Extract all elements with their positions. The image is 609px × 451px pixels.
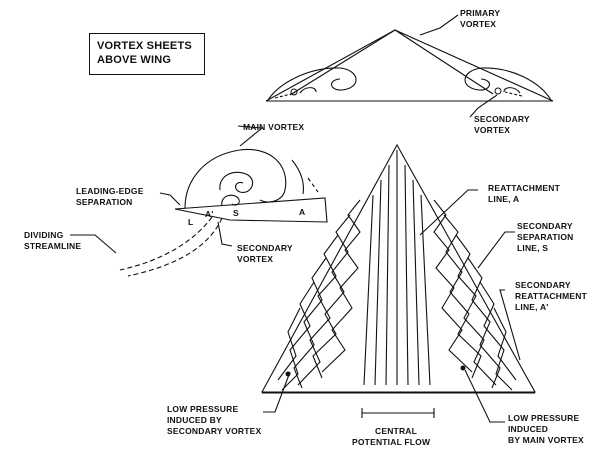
left-secondary-vortex: [300, 88, 316, 93]
reattachment-label-2: LINE, A: [488, 194, 519, 204]
primary-vortex-label-1: PRIMARY: [460, 8, 500, 18]
main-vortex-point: [461, 366, 465, 370]
sheet-line-left: [290, 30, 395, 95]
left-streamline-band: [294, 258, 326, 388]
secondary-separation-label-1: SECONDARY: [517, 221, 573, 231]
left-primary-vortex-sheet: [268, 68, 356, 100]
central-flow-line: [375, 180, 381, 385]
secondary-reattachment-label-1: SECONDARY: [515, 280, 571, 290]
low-pressure-main-label-1: LOW PRESSURE: [508, 413, 579, 423]
primary-vortex-label-2: VORTEX: [460, 19, 496, 29]
dividing-streamline-label-2: STREAMLINE: [24, 241, 81, 251]
point-a-label: A: [299, 207, 305, 217]
point-l-label: L: [188, 217, 193, 227]
central-flow-line: [364, 195, 373, 385]
low-pressure-main-label-3: BY MAIN VORTEX: [508, 435, 584, 445]
central-flow-line: [421, 195, 430, 385]
right-vortex-core: [495, 88, 501, 94]
secondary-separation-leader: [478, 232, 515, 268]
secondary-vortex-top-label-2: VORTEX: [474, 125, 510, 135]
sheet-line-right: [395, 30, 493, 94]
title-line-2: ABOVE WING: [97, 53, 204, 67]
secondary-vortex-point: [286, 372, 290, 376]
point-a-prime-label: A': [205, 209, 214, 219]
leading-edge-label-1: LEADING-EDGE: [76, 186, 144, 196]
secondary-vortex-top-label-1: SECONDARY: [474, 114, 530, 124]
secondary-separation-label-3: LINE, S: [517, 243, 548, 253]
flow-dash: [308, 178, 318, 192]
leading-edge-label-2: SEPARATION: [76, 197, 132, 207]
title-box: VORTEX SHEETS ABOVE WING: [89, 33, 205, 75]
dividing-streamline-1: [120, 217, 212, 270]
secondary-reattachment-label-2: REATTACHMENT: [515, 291, 587, 301]
title-line-1: VORTEX SHEETS: [97, 39, 204, 53]
dividing-streamline-2: [128, 218, 222, 276]
central-flow-line: [405, 165, 408, 385]
reattachment-label-1: REATTACHMENT: [488, 183, 560, 193]
cross-section-view: [266, 15, 553, 117]
vortex-sheet-ridge: [266, 30, 553, 101]
secondary-vortex-leader-side: [218, 222, 232, 246]
dividing-streamline-label-1: DIVIDING: [24, 230, 63, 240]
secondary-vortex-side-label-1: SECONDARY: [237, 243, 293, 253]
reattaching-streamline: [292, 160, 303, 194]
central-flow-label-2: POTENTIAL FLOW: [352, 437, 430, 447]
leading-edge-leader: [160, 193, 180, 205]
low-pressure-main-label-2: INDUCED: [508, 424, 548, 434]
low-pressure-main-leader: [465, 370, 505, 422]
central-flow-line: [386, 165, 389, 385]
reattachment-leader: [420, 190, 478, 235]
point-s-label: S: [233, 208, 239, 218]
right-streamline-band: [468, 258, 500, 388]
secondary-reattachment-label-3: LINE, A': [515, 302, 549, 312]
central-flow-label-1: CENTRAL: [375, 426, 417, 436]
secondary-separation-label-2: SEPARATION: [517, 232, 573, 242]
left-vortex-dashed: [275, 93, 295, 98]
low-pressure-secondary-label-1: LOW PRESSURE: [167, 404, 238, 414]
low-pressure-secondary-label-3: SECONDARY VORTEX: [167, 426, 261, 436]
primary-vortex-leader: [420, 15, 458, 35]
central-flow-line: [413, 180, 419, 385]
main-vortex-sheet: [185, 149, 286, 208]
secondary-vortex-side-label-2: VORTEX: [237, 254, 273, 264]
low-pressure-secondary-label-2: INDUCED BY: [167, 415, 222, 425]
main-vortex-core: [220, 172, 253, 192]
main-vortex-label: MAIN VORTEX: [243, 122, 304, 132]
